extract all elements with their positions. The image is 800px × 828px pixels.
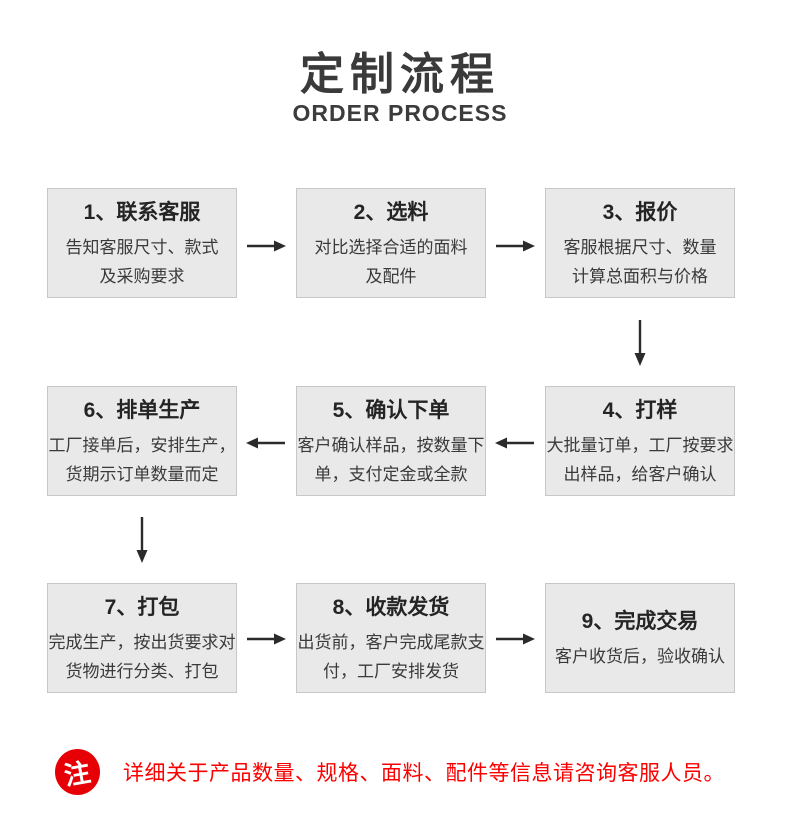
step-desc: 告知客服尺寸、款式 及采购要求 [65,237,219,286]
step-title: 8、收款发货 [332,595,450,619]
note: 注 详细关于产品数量、规格、面料、配件等信息请咨询客服人员。 [55,749,725,795]
step-desc: 工厂接单后，安排生产， 货期示订单数量而定 [48,435,236,484]
step-desc: 大批量订单，工厂按要求 出样品，给客户确认 [546,435,734,484]
step-box-7: 7、打包 完成生产，按出货要求对 货物进行分类、打包 [47,583,237,693]
step-box-9: 9、完成交易 客户收货后，验收确认 [545,583,735,693]
step-title: 9、完成交易 [581,610,699,633]
step-title: 5、确认下单 [332,398,450,422]
step-title: 7、打包 [104,595,180,619]
arrow-left-icon [246,436,286,450]
step-desc: 出货前，客户完成尾款支 付，工厂安排发货 [297,632,485,681]
step-desc: 客服根据尺寸、数量 计算总面积与价格 [563,237,717,286]
step-box-2: 2、选料 对比选择合适的面料 及配件 [296,188,486,298]
step-title: 4、打样 [602,398,678,422]
step-box-6: 6、排单生产 工厂接单后，安排生产， 货期示订单数量而定 [47,386,237,496]
arrow-right-icon [495,632,535,646]
step-box-3: 3、报价 客服根据尺寸、数量 计算总面积与价格 [545,188,735,298]
step-box-4: 4、打样 大批量订单，工厂按要求 出样品，给客户确认 [545,386,735,496]
step-box-1: 1、联系客服 告知客服尺寸、款式 及采购要求 [47,188,237,298]
arrow-right-icon [246,632,286,646]
step-desc: 客户收货后，验收确认 [555,647,725,666]
arrow-down-icon [135,517,149,563]
step-title: 1、联系客服 [83,200,201,224]
arrow-right-icon [246,239,286,253]
note-badge-label: 注 [62,756,94,791]
page-subtitle: ORDER PROCESS [292,100,508,126]
note-text: 详细关于产品数量、规格、面料、配件等信息请咨询客服人员。 [123,762,725,785]
page-title: 定制流程 [300,50,500,99]
step-title: 6、排单生产 [83,398,201,422]
arrow-right-icon [495,239,535,253]
arrow-down-icon [633,320,647,366]
note-badge-icon: 注 [55,749,100,795]
step-box-5: 5、确认下单 客户确认样品，按数量下 单，支付定金或全款 [296,386,486,496]
step-desc: 客户确认样品，按数量下 单，支付定金或全款 [297,435,485,484]
arrow-left-icon [495,436,535,450]
step-title: 3、报价 [602,200,678,224]
step-desc: 完成生产，按出货要求对 货物进行分类、打包 [48,632,236,681]
step-desc: 对比选择合适的面料 及配件 [314,237,468,286]
step-box-8: 8、收款发货 出货前，客户完成尾款支 付，工厂安排发货 [296,583,486,693]
step-title: 2、选料 [353,200,429,224]
